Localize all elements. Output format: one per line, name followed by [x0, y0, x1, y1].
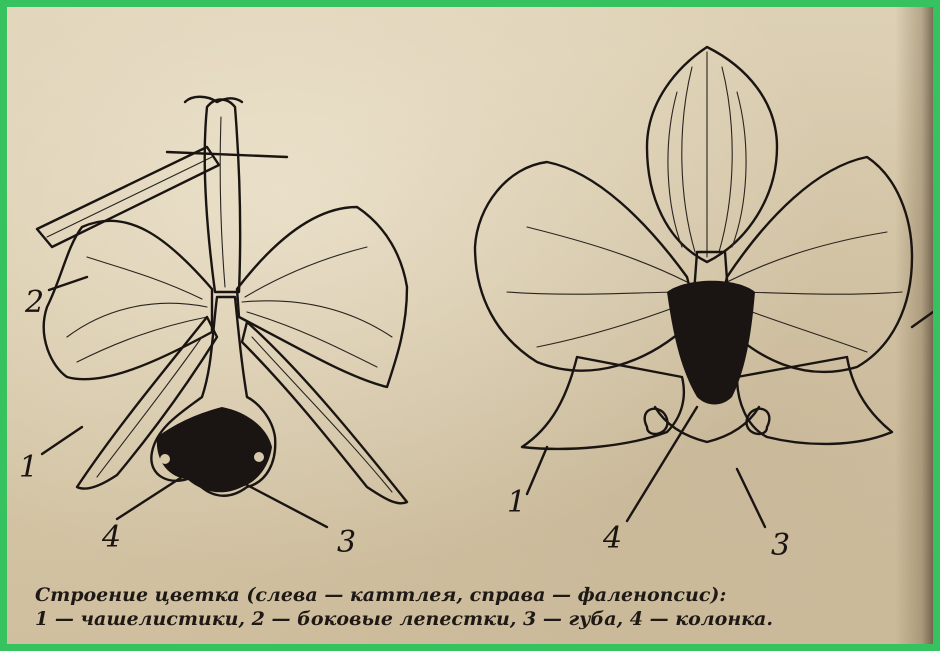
- label-right-sepal: 1: [507, 485, 526, 520]
- cattleya-right-petal: [237, 207, 407, 387]
- orchid-diagram: 2 1 4 3 1 4 3: [7, 7, 933, 644]
- label-right-column: 4: [602, 521, 622, 556]
- leader-lines: [42, 277, 933, 527]
- label-left-sepal: 1: [19, 450, 38, 485]
- cattleya-left-petal: [44, 221, 212, 379]
- book-page: 2 1 4 3 1 4 3 Строение цветка (слева — к…: [7, 7, 933, 644]
- cattleya-lower-right-sepal: [242, 322, 407, 503]
- cattleya-stem: [37, 147, 287, 247]
- label-left-column: 4: [101, 520, 121, 555]
- cattleya-dorsal-column: [185, 97, 242, 292]
- caption-line-1: Строение цветка (слева — каттлея, справа…: [35, 583, 915, 607]
- figure-caption: Строение цветка (слева — каттлея, справа…: [35, 583, 915, 631]
- label-left-lip: 3: [337, 525, 356, 560]
- phalaenopsis-flower: [475, 47, 912, 449]
- cattleya-flower: [37, 97, 407, 504]
- phalaenopsis-left-petal: [475, 162, 697, 371]
- phalaenopsis-dorsal-sepal: [647, 47, 777, 262]
- caption-line-2: 1 — чашелистики, 2 — боковые лепестки, 3…: [35, 607, 915, 631]
- label-right-lip: 3: [771, 528, 790, 563]
- label-left-petal: 2: [24, 285, 44, 320]
